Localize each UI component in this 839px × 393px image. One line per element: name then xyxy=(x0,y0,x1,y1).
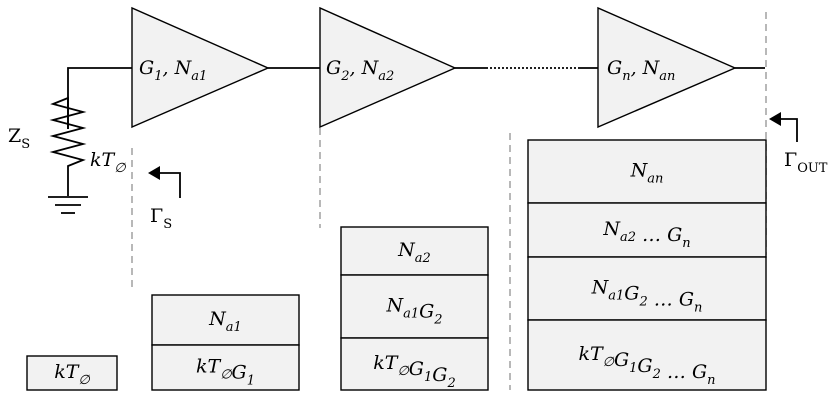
noise-box-frame xyxy=(527,139,767,204)
source-input-wire xyxy=(67,67,132,129)
source-reflection-label: ΓS xyxy=(150,205,172,232)
noise-box-frame xyxy=(340,337,489,391)
noise-box-col2-row2: kT∅G1 xyxy=(151,344,300,391)
stage-n-label: Gn, Nan xyxy=(607,57,675,84)
source-resistor xyxy=(48,96,88,214)
noise-term-text: Na2 xyxy=(397,239,431,266)
noise-term-text: kT∅G1 xyxy=(196,356,255,389)
output-reflection-label: ΓOUT xyxy=(784,149,828,176)
noise-box-col1-row1: kT∅ xyxy=(26,355,118,391)
amplifier-stage-2 xyxy=(319,6,457,129)
noise-term-text: Nan xyxy=(630,160,664,187)
noise-box-col4-row1: Nan xyxy=(527,139,767,204)
source-reflection-arrow-icon xyxy=(148,166,181,198)
noise-box-col4-row3: Na1G2 … Gn xyxy=(527,256,767,321)
output-reflection-arrow-icon xyxy=(769,112,798,142)
noise-box-col4-row2: Na2 … Gn xyxy=(527,202,767,258)
noise-box-col3-row1: Na2 xyxy=(340,226,489,276)
signal-wires xyxy=(67,67,765,129)
stage-1-label: G1, Na1 xyxy=(139,57,207,84)
noise-term-text: kT∅G1G2 … Gn xyxy=(578,343,715,388)
noise-box-frame xyxy=(340,274,489,339)
amplifier-stage-1 xyxy=(131,6,270,129)
noise-term-text: Na1 xyxy=(208,308,242,335)
noise-box-col3-row3: kT∅G1G2 xyxy=(340,337,489,391)
noise-term-text: kT∅ xyxy=(54,361,90,388)
noise-box-col4-row4: kT∅G1G2 … Gn xyxy=(527,319,767,391)
noise-box-frame xyxy=(26,355,118,391)
source-noise-label: kT∅ xyxy=(90,149,126,176)
noise-box-frame xyxy=(151,294,300,346)
noise-term-text: kT∅G1G2 xyxy=(373,352,455,391)
noise-box-col2-row1: Na1 xyxy=(151,294,300,346)
noise-box-frame xyxy=(527,319,767,391)
source-impedance-label: ZS xyxy=(8,125,30,152)
stage-2-label: G2, Na2 xyxy=(326,57,394,84)
noise-term-text: Na2 … Gn xyxy=(602,218,690,251)
noise-term-text: Na1G2 xyxy=(385,295,442,328)
noise-term-text: Na1G2 … Gn xyxy=(591,277,703,316)
noise-box-frame xyxy=(151,344,300,391)
noise-box-frame xyxy=(527,256,767,321)
amplifier-stage-n xyxy=(597,6,737,129)
noise-box-col3-row2: Na1G2 xyxy=(340,274,489,339)
noise-box-frame xyxy=(340,226,489,276)
